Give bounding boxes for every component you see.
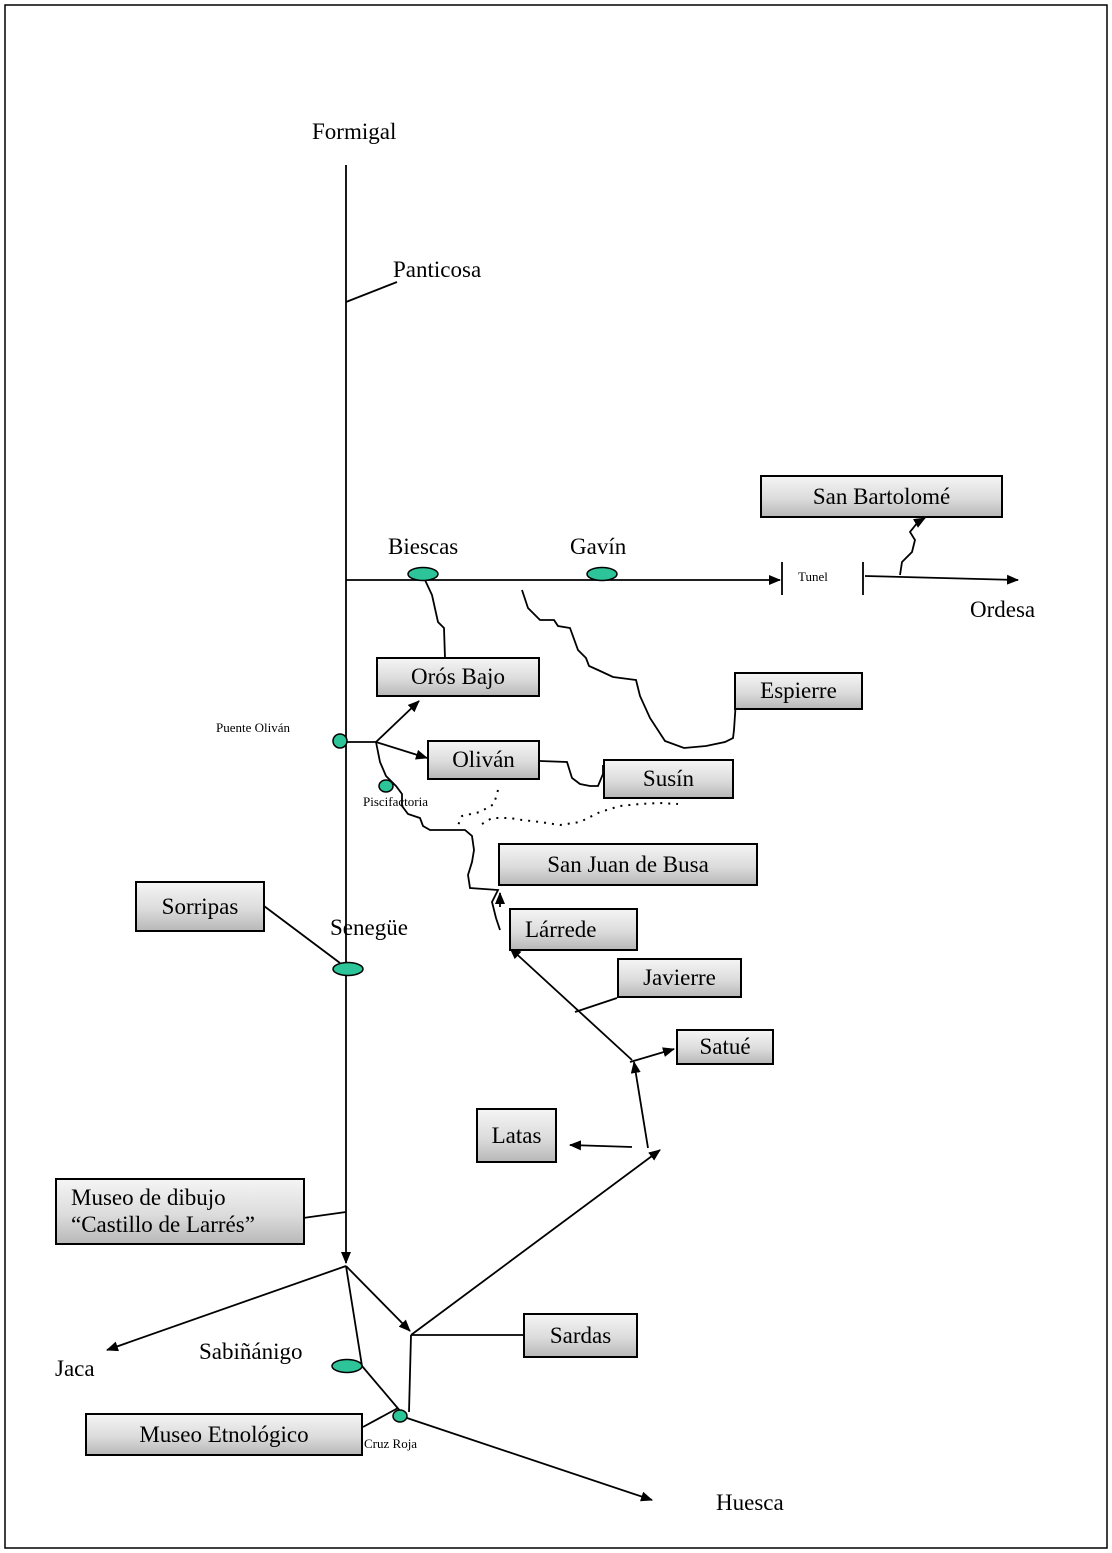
label-piscifactoria: Piscifactoria: [363, 794, 428, 809]
box-museo-dibujo[interactable]: Museo de dibujo “Castillo de Larrés”: [55, 1178, 305, 1245]
label-senegue: Senegüe: [330, 915, 408, 940]
trail-susin: [481, 801, 679, 827]
road-sardas-north: [410, 1149, 661, 1336]
box-sorripas[interactable]: Sorripas: [135, 881, 265, 932]
box-olivan[interactable]: Oliván: [427, 740, 540, 780]
road-javierre: [574, 997, 618, 1013]
road-museo-dibujo: [302, 1211, 347, 1219]
box-oros-bajo[interactable]: Orós Bajo: [376, 657, 540, 697]
box-espierre[interactable]: Espierre: [734, 672, 863, 710]
road-san-bartolome: [899, 517, 926, 576]
road-to-olivan: [375, 741, 428, 760]
road-panticosa: [345, 281, 398, 303]
stop-puente-olivan[interactable]: [332, 733, 348, 749]
label-gavin: Gavín: [570, 534, 627, 559]
stop-gavin[interactable]: [586, 566, 618, 582]
box-sorripas-label: Sorripas: [161, 893, 239, 919]
box-san-juan-de-busa-label: San Juan de Busa: [547, 851, 709, 877]
path-espierre: [521, 589, 737, 749]
road-huesca: [400, 1415, 653, 1502]
label-biescas: Biescas: [388, 534, 459, 559]
stop-piscifactoria[interactable]: [378, 779, 394, 793]
label-jaca: Jaca: [55, 1356, 95, 1381]
label-sabinanigo: Sabiñánigo: [199, 1339, 303, 1364]
stop-senegue[interactable]: [332, 961, 364, 977]
road-to-oros: [375, 700, 420, 743]
road-to-sardas: [345, 1265, 411, 1332]
box-larrede[interactable]: Lárrede: [509, 908, 638, 951]
label-panticosa: Panticosa: [393, 257, 482, 282]
road-ordesa-east: [864, 574, 1019, 585]
label-formigal: Formigal: [312, 119, 397, 144]
box-museo-etnologico-label: Museo Etnológico: [139, 1421, 309, 1447]
box-latas[interactable]: Latas: [476, 1108, 557, 1163]
road-larrede: [509, 947, 633, 1061]
box-latas-label: Latas: [491, 1122, 542, 1148]
box-larrede-label: Lárrede: [525, 916, 597, 942]
label-huesca: Huesca: [716, 1490, 784, 1515]
box-satue-label: Satué: [699, 1034, 751, 1059]
stop-sabinanigo[interactable]: [331, 1358, 363, 1374]
road-latas-trunk: [630, 1061, 649, 1149]
road-sabinanigo: [345, 1265, 363, 1367]
road-sardas-south: [408, 1334, 412, 1413]
box-museo-dibujo-line2: “Castillo de Larrés”: [71, 1211, 255, 1237]
box-susin-label: Susín: [642, 766, 695, 791]
box-oros-bajo-label: Orós Bajo: [411, 664, 505, 689]
page-frame: [4, 4, 1108, 1549]
box-sardas-label: Sardas: [549, 1322, 612, 1348]
box-museo-dibujo-line1: Museo de dibujo: [71, 1185, 226, 1211]
label-cruz-roja: Cruz Roja: [364, 1436, 418, 1451]
label-tunel: Tunel: [798, 569, 828, 584]
road-jaca: [106, 1265, 347, 1352]
box-susin[interactable]: Susín: [603, 759, 734, 799]
road-latas: [569, 1140, 633, 1151]
stop-cruz-roja[interactable]: [392, 1409, 408, 1423]
road-cruz-roja: [361, 1365, 402, 1413]
stop-biescas[interactable]: [407, 566, 439, 582]
box-san-juan-de-busa[interactable]: San Juan de Busa: [498, 843, 758, 886]
label-puente-olivan: Puente Oliván: [216, 720, 291, 735]
road-satue: [629, 1047, 675, 1063]
label-ordesa: Ordesa: [970, 597, 1036, 622]
box-sardas[interactable]: Sardas: [523, 1313, 638, 1358]
trail-olivan-busa: [455, 789, 499, 831]
road-sorripas: [259, 902, 341, 964]
box-satue[interactable]: Satué: [676, 1029, 774, 1065]
box-javierre[interactable]: Javierre: [617, 958, 742, 998]
box-museo-etnologico[interactable]: Museo Etnológico: [85, 1413, 363, 1456]
road-museo-etnologico: [362, 1407, 399, 1428]
box-olivan-label: Oliván: [452, 747, 515, 772]
road-susin: [539, 760, 604, 787]
box-san-bartolome[interactable]: San Bartolomé: [760, 475, 1003, 518]
box-san-bartolome-label: San Bartolomé: [812, 483, 951, 509]
box-javierre-label: Javierre: [643, 965, 716, 990]
box-espierre-label: Espierre: [760, 678, 837, 703]
road-piscifactoria: [375, 741, 501, 931]
road-oros-bajo: [424, 579, 446, 659]
